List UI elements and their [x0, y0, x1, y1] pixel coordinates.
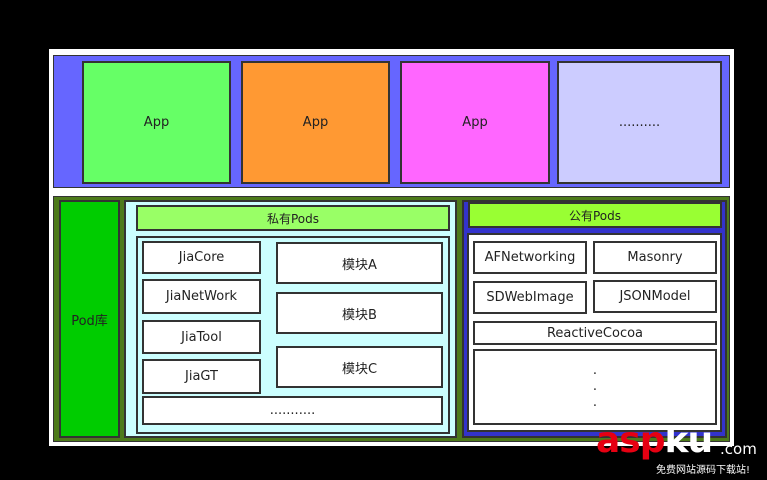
- pod-library-label: Pod库: [71, 313, 108, 329]
- private-pods-title: 私有Pods: [266, 211, 320, 226]
- more-dot: .: [592, 379, 598, 394]
- app-label: App: [143, 115, 170, 130]
- watermark-suffix: .com: [720, 440, 757, 458]
- app-box-3: App: [400, 61, 550, 184]
- public-pod-item: ReactiveCocoa: [473, 321, 717, 345]
- pod-name: JiaTool: [181, 329, 222, 345]
- private-pods-header: 私有Pods: [136, 205, 450, 231]
- private-pod-item: JiaGT: [142, 359, 261, 394]
- private-module-item: 模块C: [276, 346, 443, 388]
- app-box-1: App: [82, 61, 231, 184]
- pod-name: Masonry: [627, 250, 683, 265]
- private-module-item: 模块B: [276, 292, 443, 334]
- module-name: 模块A: [342, 257, 377, 273]
- pod-name: JiaCore: [178, 250, 225, 265]
- pod-name: ReactiveCocoa: [546, 325, 644, 341]
- pod-name: JiaNetWork: [165, 289, 238, 304]
- watermark-brand: aspku: [596, 420, 714, 461]
- public-pod-item: Masonry: [593, 241, 717, 274]
- app-label: App: [462, 115, 488, 130]
- private-pods-more: ...........: [142, 396, 443, 425]
- app-label: App: [302, 115, 329, 130]
- app-box-more: ..........: [557, 61, 722, 184]
- watermark-logo: aspku .com 免费网站源码下载站!: [596, 420, 764, 478]
- public-pods-header: 公有Pods: [468, 202, 722, 228]
- more-dot: .: [592, 363, 598, 378]
- pod-name: SDWebImage: [486, 290, 574, 305]
- app-more-label: ..........: [618, 115, 661, 130]
- private-pod-item: JiaCore: [142, 241, 261, 274]
- app-box-2: App: [241, 61, 390, 184]
- pod-library: Pod库: [59, 200, 120, 438]
- pod-name: JiaGT: [185, 369, 218, 384]
- private-pod-item: JiaTool: [142, 320, 261, 354]
- public-pod-item: SDWebImage: [473, 281, 587, 314]
- watermark-brand-part2: ku: [664, 420, 714, 461]
- public-pod-item: AFNetworking: [473, 241, 587, 274]
- private-module-item: 模块A: [276, 242, 443, 284]
- public-pods-more: . . .: [473, 349, 717, 425]
- pod-name: AFNetworking: [484, 250, 576, 265]
- private-pod-item: JiaNetWork: [142, 279, 261, 314]
- watermark-brand-part1: asp: [596, 420, 665, 461]
- more-dot: .: [592, 395, 598, 410]
- more-label: ...........: [269, 403, 316, 418]
- public-pods-title: 公有Pods: [568, 208, 622, 223]
- public-pod-item: JSONModel: [593, 280, 717, 313]
- watermark-subtitle: 免费网站源码下载站!: [656, 465, 751, 476]
- module-name: 模块C: [341, 361, 378, 377]
- module-name: 模块B: [342, 307, 377, 323]
- pod-name: JSONModel: [619, 289, 691, 304]
